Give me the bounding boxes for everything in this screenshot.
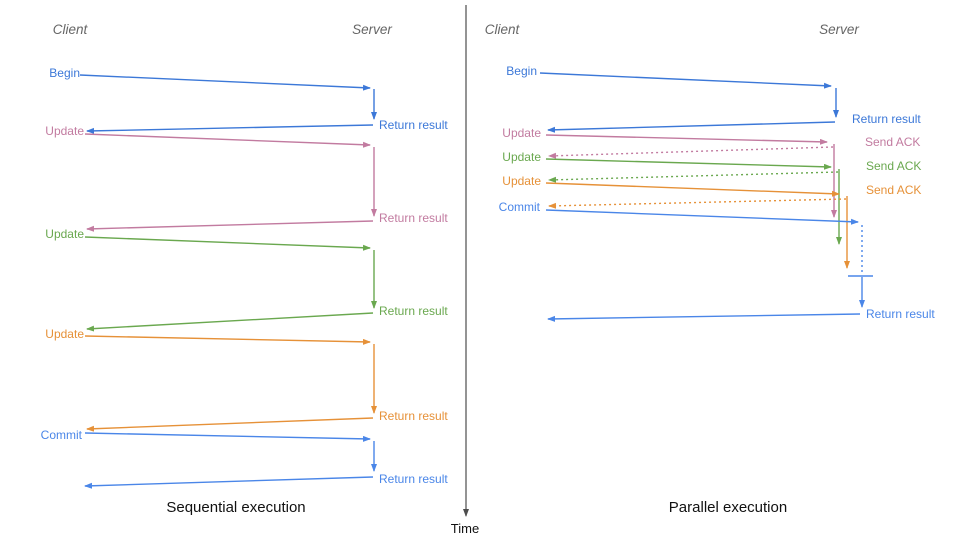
- seq-begin-request-arrow: [79, 74, 371, 91]
- par-commit-return-arrow: [547, 313, 861, 322]
- seq-title: Sequential execution: [166, 499, 306, 516]
- time-axis-label: Time: [450, 521, 480, 536]
- seq-update2-return-label: Return result: [379, 304, 448, 318]
- par-update2-ack-label: Send ACK: [866, 159, 922, 173]
- seq-update3-return-arrow: [86, 417, 374, 432]
- seq-update3-return-label: Return result: [379, 409, 448, 423]
- seq-client-header: Client: [52, 22, 88, 37]
- par-update3-request-arrow: [545, 182, 840, 197]
- seq-commit-return-label: Return result: [379, 472, 448, 486]
- par-update2-label: Update: [502, 150, 541, 164]
- par-client-header: Client: [484, 22, 520, 37]
- par-commit-request-arrow: [545, 209, 859, 225]
- par-update2-ack-arrow: [548, 171, 839, 183]
- seq-commit-request-arrow: [84, 432, 371, 442]
- seq-update1-request-arrow: [84, 133, 371, 148]
- par-update1-label: Update: [502, 126, 541, 140]
- seq-update2-label: Update: [45, 227, 84, 241]
- seq-commit-label: Commit: [40, 428, 82, 442]
- seq-update1-return-arrow: [86, 220, 374, 232]
- seq-update1-label: Update: [45, 124, 84, 138]
- par-begin-return-arrow: [547, 121, 836, 133]
- par-server-header: Server: [819, 22, 859, 37]
- seq-begin-return-label: Return result: [379, 118, 448, 132]
- par-commit-return-label: Return result: [866, 307, 935, 321]
- par-begin-return-label: Return result: [852, 112, 921, 126]
- seq-update3-label: Update: [45, 327, 84, 341]
- par-commit-label: Commit: [498, 200, 540, 214]
- par-update3-ack-arrow: [548, 198, 847, 209]
- par-title: Parallel execution: [668, 499, 788, 516]
- seq-update3-request-arrow: [84, 335, 371, 345]
- par-update1-ack-arrow: [548, 146, 834, 159]
- seq-update2-request-arrow: [84, 236, 371, 251]
- seq-update2-return-arrow: [86, 312, 374, 332]
- seq-begin-label: Begin: [49, 66, 80, 80]
- seq-server-header: Server: [352, 22, 392, 37]
- par-update1-ack-label: Send ACK: [865, 135, 921, 149]
- seq-update1-return-label: Return result: [379, 211, 448, 225]
- par-begin-request-arrow: [539, 72, 832, 89]
- par-update3-ack-label: Send ACK: [866, 183, 922, 197]
- seq-begin-return-arrow: [86, 124, 374, 134]
- par-update3-label: Update: [502, 174, 541, 188]
- sequential-diagram-arrows: [79, 74, 377, 489]
- par-update2-request-arrow: [545, 158, 832, 170]
- par-begin-label: Begin: [506, 64, 537, 78]
- seq-commit-return-arrow: [84, 476, 374, 489]
- parallel-diagram-arrows: [539, 72, 873, 322]
- par-update1-request-arrow: [545, 134, 828, 145]
